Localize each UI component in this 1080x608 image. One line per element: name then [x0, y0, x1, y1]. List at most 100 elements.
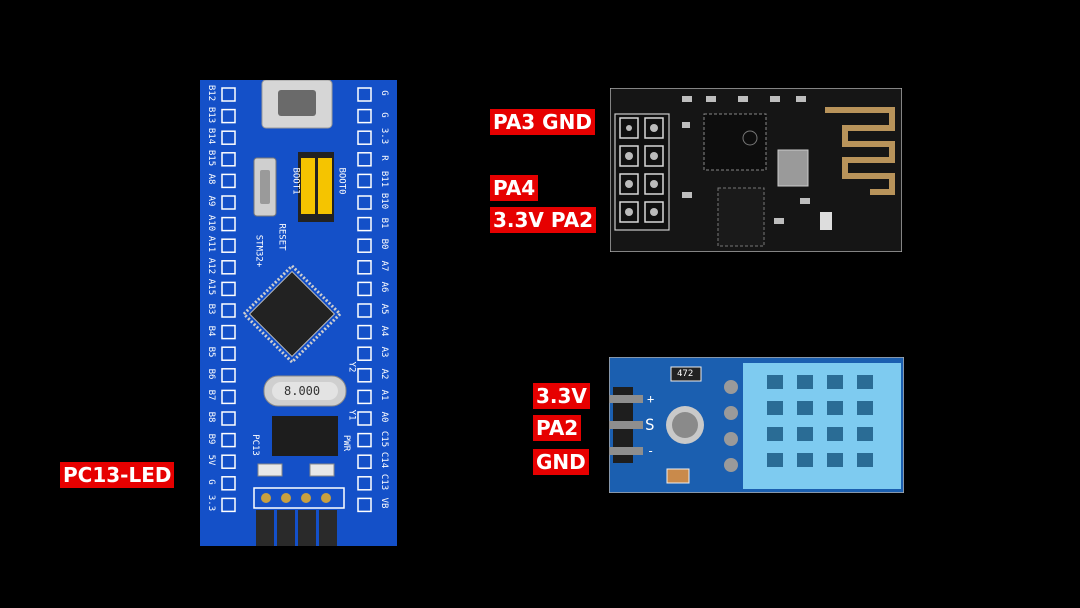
stm32-right-pad	[357, 346, 372, 361]
stm32-left-pin-label: 5V	[206, 454, 216, 466]
stm32-right-pin-label: G	[379, 90, 389, 96]
label-pa4: PA4	[490, 175, 539, 201]
label-pc13-led: PC13-LED	[60, 462, 175, 488]
stm32-left-pin-label: B6	[206, 368, 216, 380]
stm32-left-pin-label: B13	[206, 106, 216, 123]
stm32-left-pad	[221, 411, 236, 426]
stm32-right-pin-label: G	[379, 111, 389, 118]
stm32-right-pin-label: VB	[379, 497, 389, 509]
stm32-pcb-graphic	[200, 79, 397, 546]
stm32-right-pin-label: B10	[379, 192, 389, 210]
dht-minus-silk: -	[647, 444, 655, 458]
stm32-right-pin-label: R	[379, 155, 389, 161]
stm32-right-pad	[357, 368, 372, 383]
stm32-right-pad	[357, 260, 372, 275]
stm32-left-pad	[221, 130, 236, 145]
stm32-left-pad	[221, 195, 236, 210]
stm32-left-pad	[221, 454, 236, 469]
label-pa3-gnd: PA3 GND	[490, 109, 595, 135]
dht-resistor-silk: 472	[677, 369, 694, 379]
dht-s-silk: S	[645, 415, 655, 434]
stm32-right-pad	[357, 497, 372, 513]
stm32-right-pin-label: A0	[379, 411, 389, 423]
stm32-left-pad	[221, 303, 236, 318]
stm32-right-pad	[357, 87, 372, 102]
dht-plus-silk: +	[647, 392, 655, 406]
stm32-right-pad	[357, 324, 372, 340]
stm32-left-pad	[221, 260, 236, 275]
dht11-module: + S - 472	[608, 356, 905, 494]
stm32-left-pin-label: B14	[206, 128, 216, 145]
stm32-left-pad	[221, 216, 236, 232]
stm32-left-pad	[221, 108, 236, 124]
label-dht-pa2: PA2	[533, 415, 582, 441]
stm32-left-pad	[221, 238, 236, 253]
stm32-right-pin-label: B1	[379, 217, 389, 229]
stm32-right-pin-label: 3.3	[379, 128, 389, 145]
stm32-right-pad	[357, 238, 372, 253]
stm32-left-pad	[221, 173, 236, 189]
stm32-left-pin-label: B9	[206, 433, 216, 445]
dht11-pcb-graphic	[608, 356, 905, 494]
label-dht-3v3: 3.3V	[533, 383, 590, 409]
stm32-right-pad	[357, 432, 372, 448]
stm32-left-pin-label: B3	[206, 303, 216, 315]
stm32-right-pin-label: C13	[379, 473, 389, 490]
stm32-right-pin-label: A1	[379, 389, 389, 401]
esp01-module	[609, 87, 903, 253]
boot0-silk: BOOT0	[336, 167, 347, 195]
stm-silk: STM32+	[253, 234, 264, 268]
stm32-left-pad	[221, 324, 236, 340]
stm32-left-pin-label: B15	[206, 149, 216, 166]
stm32-left-pad	[221, 497, 236, 513]
pc13-silk: PC13	[249, 434, 260, 456]
stm32-left-pin-label: A8	[206, 173, 216, 185]
stm32-right-pad	[357, 152, 372, 167]
stm32-left-pad	[221, 281, 236, 297]
stm32-right-pad	[357, 108, 372, 124]
stm32-right-pin-label: A7	[379, 260, 389, 272]
stm32-left-pin-label: A11	[206, 236, 216, 253]
stm32-right-pin-label: A4	[379, 325, 389, 337]
stm32-right-pad	[357, 389, 372, 405]
stm32-left-pin-label: A9	[206, 195, 216, 207]
esp01-pcb-graphic	[609, 87, 903, 253]
stm32-right-pin-label: A5	[379, 303, 389, 315]
stm32-right-pad	[357, 173, 372, 189]
stm32-right-pad	[357, 195, 372, 210]
stm32-left-pad	[221, 87, 236, 102]
stm32-right-pad	[357, 476, 372, 491]
stm32-left-pin-label: B8	[206, 411, 216, 423]
stm32-left-pad	[221, 432, 236, 448]
label-3v3-pa2: 3.3V PA2	[490, 207, 597, 233]
stm32-left-pad	[221, 152, 236, 167]
stm32-left-pad	[221, 389, 236, 405]
stm32-right-pin-label: B0	[379, 238, 389, 250]
y2-silk: Y2	[346, 361, 357, 373]
stm32-left-pin-label: B5	[206, 346, 216, 358]
stm32-left-pad	[221, 476, 236, 491]
stm32-right-pin-label: C14	[379, 452, 389, 469]
stm32-left-pin-label: A10	[206, 214, 216, 231]
stm32-right-pad	[357, 303, 372, 318]
pwr-silk: PWR	[341, 434, 352, 452]
stm32-left-pin-label: B7	[206, 389, 216, 401]
stm32-right-pad	[357, 216, 372, 232]
stm32-right-pin-label: A6	[379, 281, 389, 293]
stm32-left-pin-label: 3.3	[206, 495, 216, 512]
stm32-right-pad	[357, 281, 372, 297]
stm32-right-pad	[357, 411, 372, 426]
label-dht-gnd: GND	[533, 449, 589, 475]
stm32-left-pin-label: B12	[206, 84, 216, 102]
stm32-left-pin-label: A15	[206, 279, 216, 296]
stm32-right-pin-label: C15	[379, 430, 389, 447]
stm32-right-pad	[357, 454, 372, 469]
stm32-right-pin-label: A2	[379, 368, 389, 380]
stm32-right-pin-label: A3	[379, 346, 389, 358]
crystal-label: 8.000	[284, 384, 321, 398]
stm32-left-pad	[221, 368, 236, 383]
stm32-left-pin-label: B4	[206, 325, 216, 337]
stm32-left-pin-label: G	[206, 479, 216, 485]
stm32-right-pin-label: B11	[379, 171, 389, 188]
